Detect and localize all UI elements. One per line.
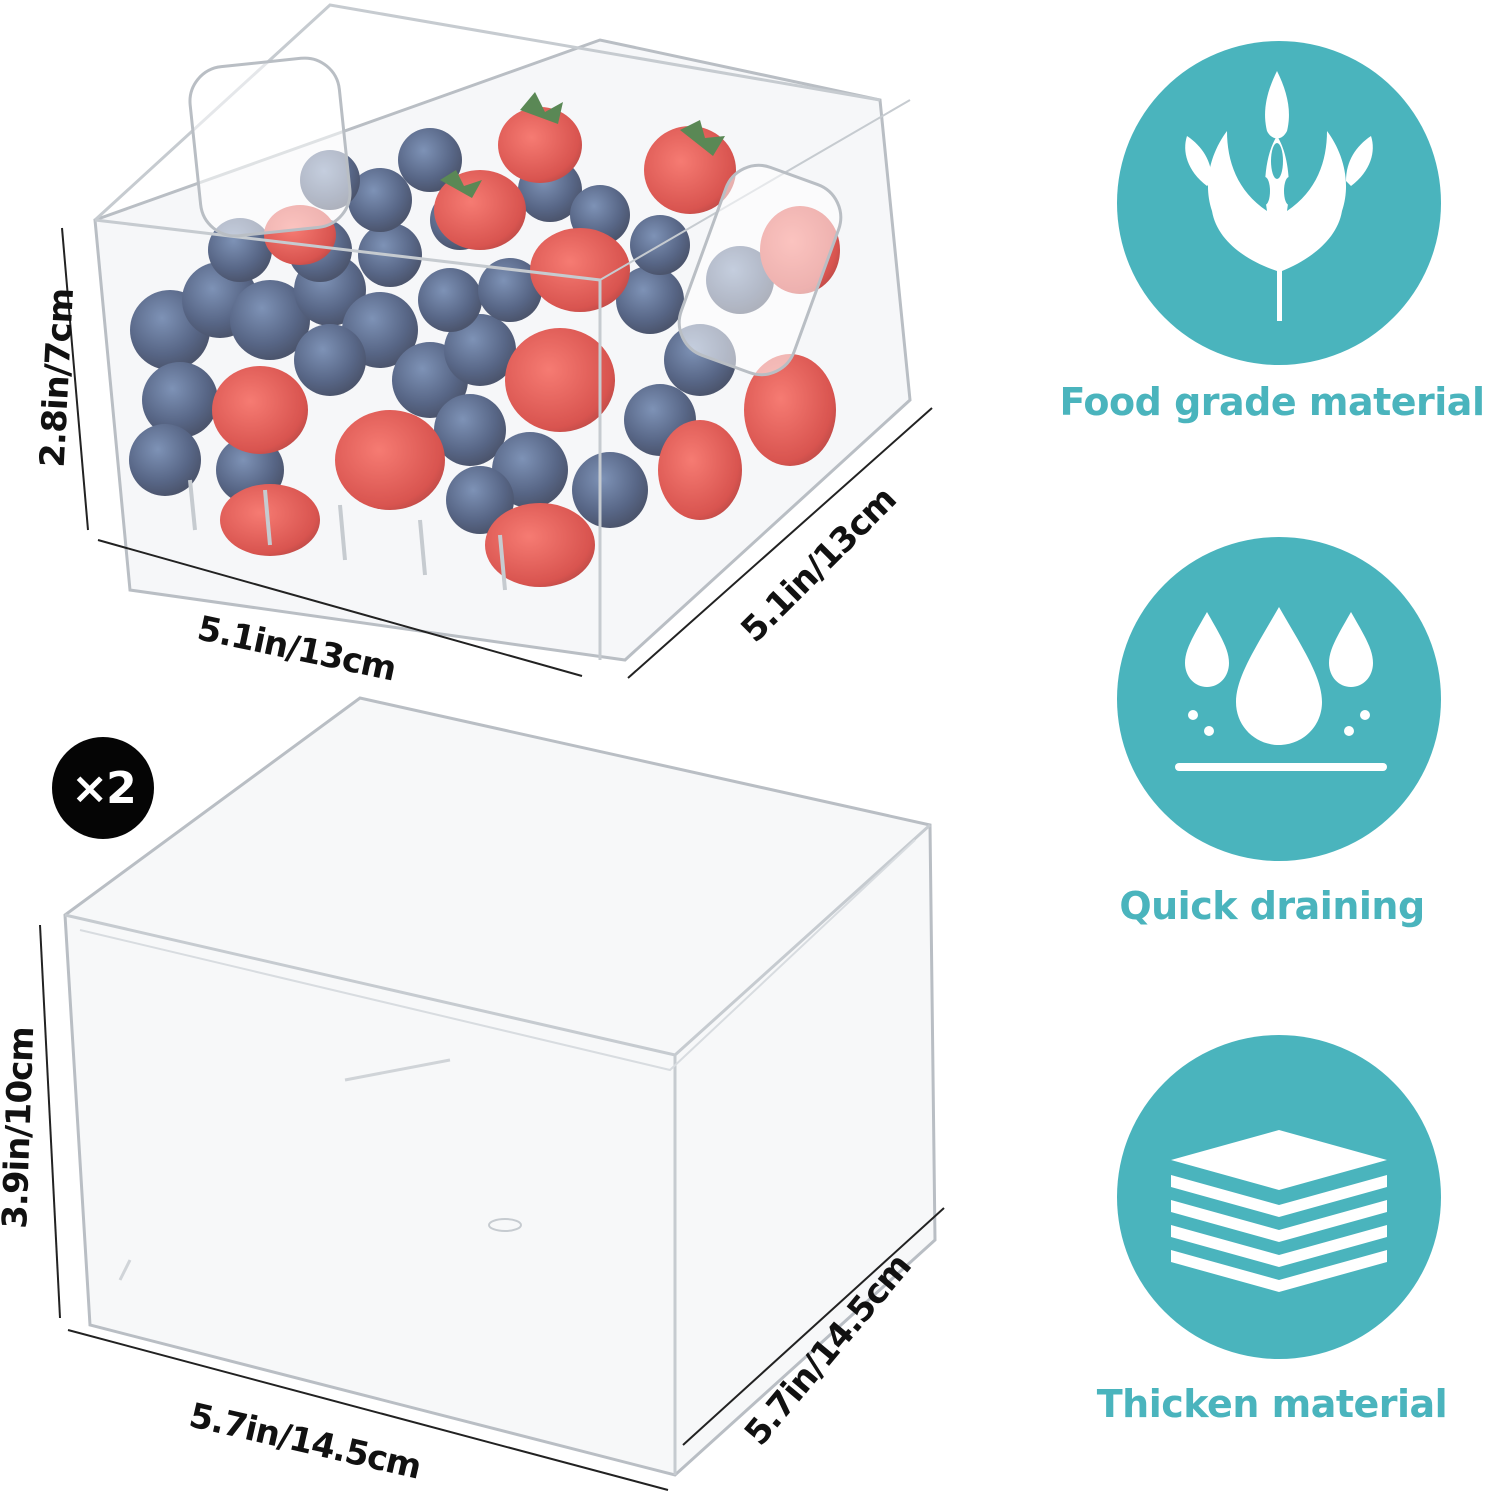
bins-illustration xyxy=(39,3,945,1491)
food-grade-label: Food grade material xyxy=(1059,380,1485,424)
layers-icon xyxy=(1171,1130,1387,1292)
quick-draining-label: Quick draining xyxy=(1119,884,1425,928)
leaf-wheat-icon xyxy=(1185,71,1373,321)
thicken-material-circle xyxy=(1117,1035,1441,1359)
quantity-badge: ×2 xyxy=(52,737,154,839)
food-grade-circle xyxy=(1117,41,1441,365)
large-bin xyxy=(39,696,945,1491)
water-drops-icon xyxy=(1175,607,1387,771)
thicken-material-label: Thicken material xyxy=(1096,1382,1448,1426)
berries xyxy=(129,92,840,587)
small-bin xyxy=(61,3,933,679)
quick-draining-circle xyxy=(1117,537,1441,861)
large-bin-height-label: 3.9in/10cm xyxy=(0,1026,43,1230)
